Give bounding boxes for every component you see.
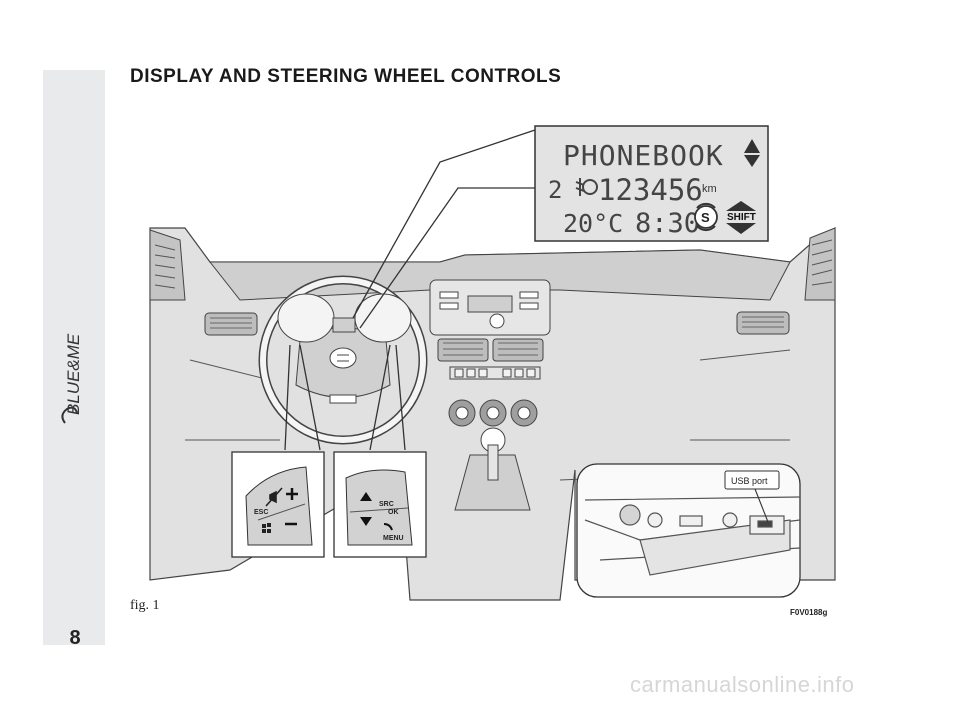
usb-port-inset: USB port — [576, 463, 801, 598]
blue-and-me-logo: BLUE&ME — [61, 333, 83, 424]
shift-down-icon — [726, 223, 756, 234]
climate-knobs — [448, 399, 538, 427]
page-number: 8 — [69, 627, 81, 649]
voice-icon — [383, 523, 393, 531]
display-line2-prefix: 2 — [548, 176, 562, 204]
left-margin-band — [43, 70, 105, 645]
menu-label: MENU — [383, 535, 404, 542]
figure-code: F0V0188g — [790, 608, 828, 617]
svg-text:BLUE&ME: BLUE&ME — [64, 333, 83, 415]
display-panel: PHONEBOOK 2 123456 km 20°C 8:30 S SHIFT — [534, 125, 769, 242]
svg-text:S: S — [701, 210, 710, 225]
src-label: SRC — [379, 501, 394, 508]
odometer-value: 123456 — [598, 173, 703, 207]
shift-up-icon — [726, 201, 756, 211]
gear-lever — [454, 427, 531, 511]
left-buttons-panel: ESC — [231, 451, 325, 558]
mute-icon — [265, 487, 283, 507]
lights-icon — [575, 178, 598, 196]
s-badge-icon: S — [694, 202, 718, 232]
temperature-reading: 20°C — [563, 209, 623, 238]
down-triangle-icon — [360, 517, 372, 526]
ok-label: OK — [388, 509, 399, 516]
display-callout-lines — [352, 129, 536, 329]
down-arrow-icon — [744, 155, 760, 167]
page-title: DISPLAY AND STEERING WHEEL CONTROLS — [130, 66, 562, 87]
shift-label: SHIFT — [727, 212, 756, 223]
odometer-unit: km — [702, 183, 717, 195]
radio-unit — [429, 279, 551, 336]
left-side-vent — [149, 229, 186, 301]
steering-wheel — [258, 275, 428, 445]
dash-air-vents — [204, 311, 790, 362]
esc-label: ESC — [254, 509, 268, 516]
switch-row — [449, 366, 541, 380]
watermark: carmanualsonline.info — [630, 672, 855, 697]
right-buttons-panel: SRC OK MENU — [333, 451, 427, 558]
windows-icon — [262, 523, 271, 533]
up-triangle-icon — [360, 492, 372, 501]
display-line-phonebook: PHONEBOOK — [563, 139, 724, 172]
usb-port-label: USB port — [731, 476, 768, 486]
figure-label: fig. 1 — [130, 598, 160, 613]
instrument-cluster — [277, 293, 412, 343]
plus-icon — [286, 488, 298, 500]
up-arrow-icon — [744, 139, 760, 153]
buttons-callout-lines — [284, 344, 406, 451]
usb-callout-line — [754, 488, 769, 523]
time-reading: 8:30 — [635, 208, 700, 239]
right-side-vent — [804, 227, 836, 301]
